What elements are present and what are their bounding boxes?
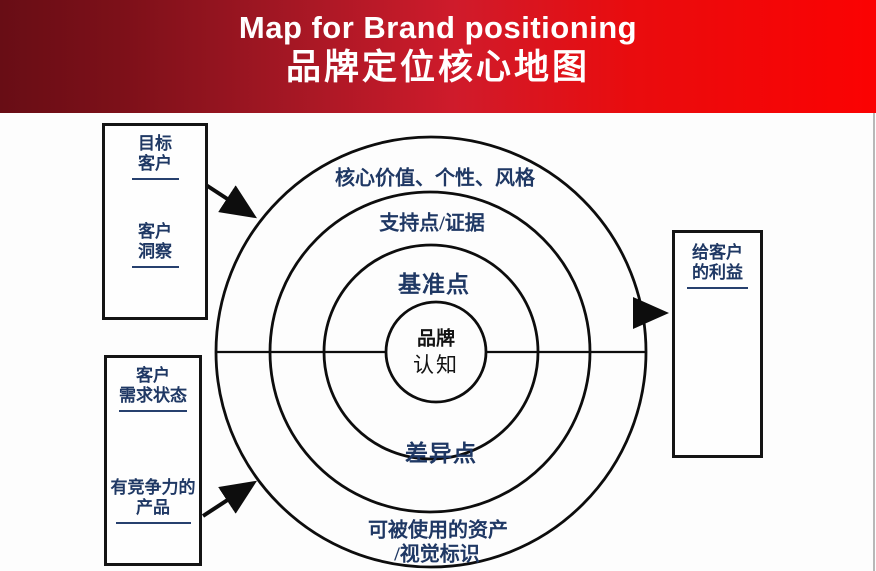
- label-line: 客户: [138, 154, 172, 173]
- label-core-values: 核心价值、个性、风格: [335, 167, 535, 190]
- label-benchmark-point: 基准点: [398, 272, 470, 297]
- label-line: 有竞争力的: [110, 478, 196, 497]
- arrow-competitive-product-to-circle: [201, 480, 258, 518]
- underline: [119, 410, 187, 412]
- label-usable-assets: 可被使用的资产: [368, 519, 508, 542]
- label-line: 目标: [138, 134, 172, 153]
- underline: [131, 178, 179, 180]
- underline: [115, 522, 191, 524]
- box-customer-need: 客户 需求状态 有竞争力的 产品: [104, 355, 202, 566]
- label-support-evidence: 支持点/证据: [379, 212, 485, 235]
- slide-edge-line: [873, 113, 875, 571]
- box-customer-benefit: 给客户 的利益: [672, 230, 763, 458]
- box-target-customer: 目标 客户 客户 洞察: [102, 123, 208, 320]
- target-customer-label: 目标 客户: [105, 134, 205, 180]
- title-english: Map for Brand positioning: [238, 10, 638, 45]
- label-line: 的利益: [692, 263, 743, 282]
- label-line: 客户: [136, 366, 170, 385]
- customer-insight-label: 客户 洞察: [105, 222, 205, 268]
- label-line: 产品: [136, 498, 170, 517]
- label-visual-identity: /视觉标识: [394, 543, 480, 566]
- arrow-target-customer-to-circle: [204, 183, 258, 219]
- label-difference-point: 差异点: [405, 441, 477, 466]
- outer-circle: [214, 135, 648, 569]
- slide-header: Map for Brand positioning 品牌定位核心地图: [0, 0, 876, 113]
- brand-positioning-diagram: [201, 135, 669, 569]
- title-chinese: 品牌定位核心地图: [285, 48, 590, 87]
- label-line: 客户: [138, 222, 172, 241]
- label-line: 需求状态: [119, 386, 187, 405]
- customer-benefit-label: 给客户 的利益: [675, 243, 760, 289]
- competitive-product-label: 有竞争力的 产品: [107, 478, 199, 524]
- customer-need-label: 客户 需求状态: [107, 366, 199, 412]
- label-cognition: 认知: [413, 353, 459, 377]
- underline: [131, 266, 179, 268]
- underline: [687, 287, 748, 289]
- label-brand: 品牌: [416, 328, 456, 350]
- label-line: 给客户: [692, 243, 743, 262]
- label-line: 洞察: [138, 242, 172, 261]
